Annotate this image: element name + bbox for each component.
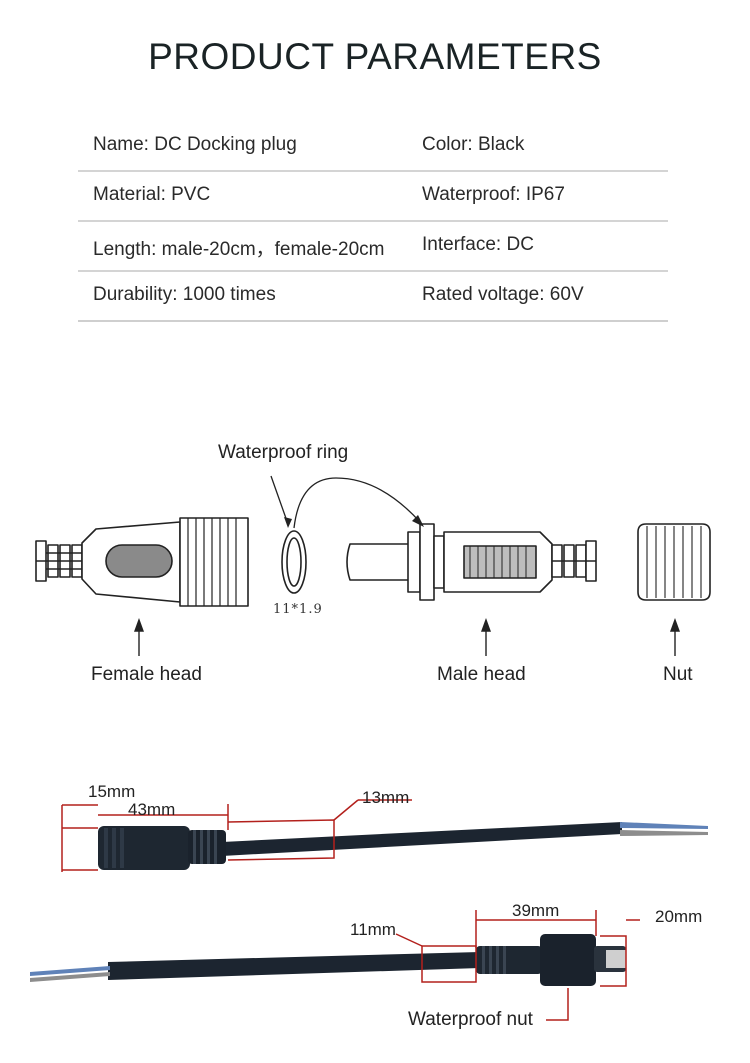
dim-15mm: 15mm [88,782,136,801]
female-thread [179,517,249,607]
ring-spec-label: 11*1.9 [273,602,323,617]
male-strain-relief [551,540,597,582]
male-cable [30,934,626,986]
dim-20mm: 20mm [655,907,703,926]
nut-label: Nut [663,664,693,685]
param-durability: Durability: 1000 times [93,284,276,305]
page-title: PRODUCT PARAMETERS [148,36,602,77]
parameters-table: Name: DC Docking plug Color: Black Mater… [78,122,668,322]
param-material: Material: PVC [93,184,211,205]
param-row: Length: male-20cm，female-20cm Interface:… [78,222,668,272]
male-flange-2 [419,523,435,601]
male-pin [346,543,413,581]
male-flange-1 [407,531,421,593]
param-length: Length: male-20cm，female-20cm [93,239,385,260]
param-row: Material: PVC Waterproof: IP67 [78,172,668,222]
param-waterproof: Waterproof: IP67 [422,184,565,205]
param-row: Durability: 1000 times Rated voltage: 60… [78,272,668,322]
waterproof-nut-label: Waterproof nut [408,1009,533,1030]
male-grip [463,545,537,579]
female-grip-pad [105,544,173,578]
param-interface: Interface: DC [422,234,534,255]
param-color: Color: Black [422,134,525,155]
param-name: Name: DC Docking plug [93,134,297,155]
waterproof-ring-inner [286,537,302,587]
male-flange-3 [433,535,445,589]
female-cable [98,822,708,870]
dim-39mm: 39mm [512,901,560,920]
female-head-label: Female head [91,664,202,685]
dim-13mm: 13mm [362,788,410,807]
male-head-label: Male head [437,664,526,685]
dim-11mm: 11mm [350,920,396,939]
waterproof-ring-label: Waterproof ring [218,442,349,463]
dim-43mm: 43mm [128,800,176,819]
param-voltage: Rated voltage: 60V [422,284,584,305]
param-row: Name: DC Docking plug Color: Black [78,122,668,172]
